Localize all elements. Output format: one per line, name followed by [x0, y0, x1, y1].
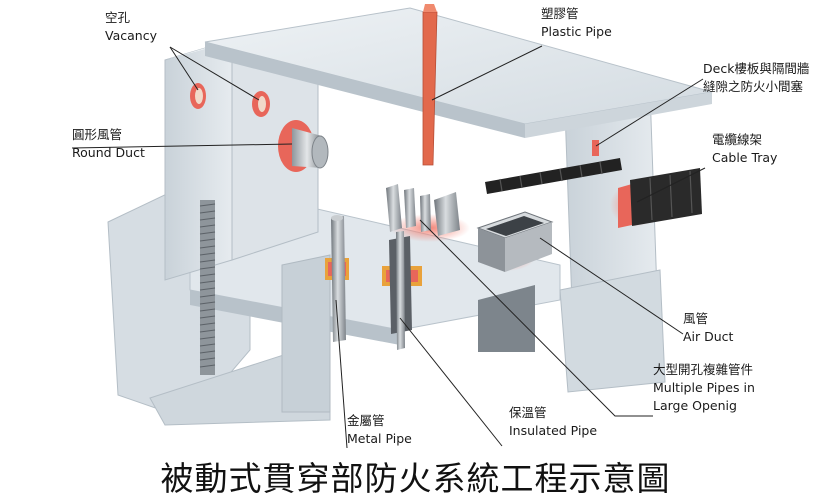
plastic-pipe-top — [423, 4, 437, 12]
insulated-pipe-core — [396, 231, 405, 350]
leader-air-duct — [539, 237, 684, 335]
multi-pipe-2 — [404, 188, 416, 228]
multi-pipe-4 — [434, 192, 460, 236]
label-multiple-pipes-en1: Multiple Pipes in — [653, 380, 755, 395]
label-vacancy-zh: 空孔 — [105, 10, 131, 25]
deck-slab-edge — [205, 42, 525, 138]
metal-pipe-top — [331, 215, 343, 221]
label-round-duct-zh: 圓形風管 — [72, 127, 123, 142]
label-plastic-pipe: 塑膠管 Plastic Pipe — [541, 5, 612, 41]
label-insulated-pipe: 保溫管 Insulated Pipe — [509, 404, 597, 440]
multi-pipe-1 — [386, 184, 402, 232]
shadow-block — [478, 285, 535, 352]
cable-tray-front — [485, 158, 622, 194]
vacancy-2-core — [258, 96, 266, 112]
right-wall-lower — [559, 269, 666, 393]
leader-deck-gap — [595, 78, 704, 147]
metal-pipe — [331, 216, 346, 342]
cable-tray-rungs — [499, 161, 693, 221]
label-cable-tray-en: Cable Tray — [712, 150, 778, 165]
deck-slab-right-edge — [525, 92, 712, 138]
multi-pipe-3 — [420, 194, 431, 232]
label-air-duct-en: Air Duct — [683, 329, 734, 344]
deck-gap-seal — [592, 140, 599, 156]
diagram-title: 被動式貫穿部防火系統工程示意圖 — [160, 459, 671, 498]
label-vacancy: 空孔 Vacancy — [105, 9, 157, 45]
label-multiple-pipes: 大型開孔複雜管件 Multiple Pipes in Large Openig — [653, 361, 755, 415]
label-cable-tray: 電纜線架 Cable Tray — [712, 131, 777, 167]
air-duct-front — [478, 228, 505, 272]
inner-column — [281, 254, 331, 413]
label-metal-pipe: 金屬管 Metal Pipe — [347, 412, 412, 448]
leader-cable-tray — [636, 167, 706, 203]
label-deck-gap: Deck樓板與隔間牆 縫隙之防火小間塞 — [703, 60, 809, 96]
leader-vacancy-1 — [169, 46, 199, 91]
label-cable-tray-zh: 電纜線架 — [712, 132, 763, 147]
label-multiple-pipes-zh: 大型開孔複雜管件 — [653, 362, 754, 377]
vacancy-1-core — [195, 88, 203, 104]
leader-vacancy-2 — [169, 46, 260, 101]
round-duct-end — [311, 135, 329, 169]
threaded-rod — [199, 200, 216, 375]
label-round-duct-en: Round Duct — [72, 145, 145, 160]
air-duct-opening — [486, 216, 544, 236]
leader-plastic-pipe — [431, 45, 543, 101]
label-deck-gap-line2: 縫隙之防火小間塞 — [703, 79, 804, 94]
label-deck-gap-line1: Deck樓板與隔間牆 — [703, 61, 810, 76]
leader-metal-pipe — [335, 299, 348, 449]
left-wall-front — [164, 39, 233, 281]
label-multiple-pipes-en2: Large Openig — [653, 398, 737, 413]
leader-insulated-pipe — [399, 317, 503, 447]
label-insulated-pipe-en: Insulated Pipe — [509, 423, 598, 438]
label-plastic-pipe-zh: 塑膠管 — [541, 6, 579, 21]
label-metal-pipe-zh: 金屬管 — [347, 413, 385, 428]
label-insulated-pipe-zh: 保溫管 — [509, 405, 547, 420]
leader-round-duct — [71, 143, 293, 149]
label-air-duct: 風管 Air Duct — [683, 310, 733, 346]
plastic-pipe — [422, 11, 438, 166]
label-round-duct: 圓形風管 Round Duct — [72, 126, 145, 162]
concrete-structure — [107, 7, 713, 426]
label-plastic-pipe-en: Plastic Pipe — [541, 24, 612, 39]
leader-lines — [71, 45, 706, 449]
air-duct-side — [505, 222, 552, 272]
label-vacancy-en: Vacancy — [105, 28, 157, 43]
cable-tray-rear — [630, 168, 702, 226]
label-metal-pipe-en: Metal Pipe — [347, 431, 412, 446]
label-air-duct-zh: 風管 — [683, 311, 709, 326]
penetrations — [190, 4, 702, 375]
leader-multiple-pipes — [419, 219, 653, 417]
